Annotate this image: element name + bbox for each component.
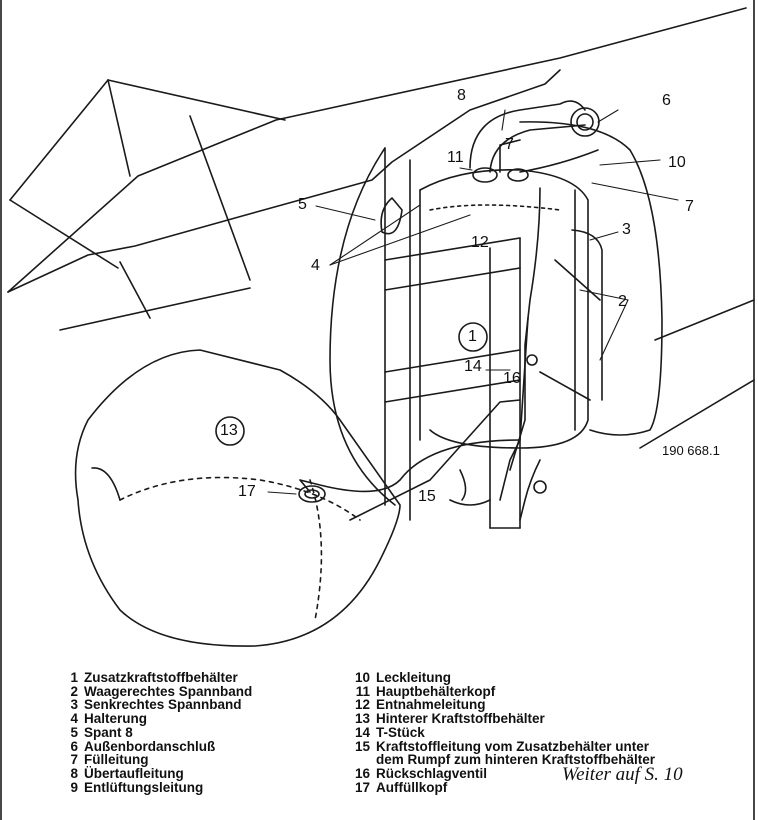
fuel-lines [299,100,599,521]
legend-text: Hauptbehälterkopf [376,683,496,699]
legend-num: 10 [354,670,370,685]
legend-num: 6 [70,738,78,754]
auxiliary-fuel-tank [419,169,589,449]
legend-text: T-Stück [376,724,425,740]
legend-text: Zusatzkraftstoffbehälter [84,670,238,685]
legend-num: 14 [354,724,370,740]
legend-item: 6 Außenbordanschluß [58,738,252,754]
legend-item: 17 Auffüllkopf [350,779,655,795]
legend-text: Leckleitung [376,670,452,685]
legend-item: 4 Halterung [58,712,252,726]
leader-lines [267,109,679,495]
legend-text: Entnahmeleitung [376,697,486,713]
callout-6: 6 [662,92,671,109]
legend-text: Außenbordanschluß [84,738,216,754]
callout-7-right: 7 [685,198,694,215]
legend-num: 7 [70,752,78,768]
legend-num: 5 [70,724,78,740]
legend-item: 1 Zusatzkraftstoffbehälter [58,671,252,685]
callout-3: 3 [622,221,631,238]
legend-num: 11 [355,683,370,699]
callout-14: 14 [464,358,482,375]
callout-17: 17 [238,483,256,500]
callout-16: 16 [503,370,521,387]
legend-num: 4 [70,711,78,727]
drawing-number: 190 668.1 [662,443,720,458]
fittings [298,107,600,503]
legend-item: 10 Leckleitung [350,671,655,685]
legend-text: Hinterer Kraftstoffbehälter [376,711,545,727]
legend-num: 3 [70,697,78,713]
legend-item: 7 Fülleitung [58,753,252,767]
callout-12: 12 [471,234,489,251]
legend-text: Kraftstoffleitung vom Zusatzbehälter unt… [376,738,650,754]
legend-text: Halterung [84,711,148,727]
legend-text-continuation: dem Rumpf zum hinteren Kraftstoffbehälte… [376,752,656,768]
fuselage-outline [7,7,755,449]
legend-text: Entlüftungsleitung [84,779,204,795]
fuselage-side-wall [519,121,663,436]
legend-num: 1 [70,670,78,685]
legend-text: Senkrechtes Spannband [84,697,242,713]
legend-num: 2 [70,683,78,699]
callout-11: 11 [447,149,464,166]
legend-text: Auffüllkopf [376,779,448,795]
legend-left: 1 Zusatzkraftstoffbehälter 2 Waagerechtes … [58,671,252,794]
legend-text: Rückschlagventil [376,765,488,781]
legend-num: 12 [354,697,370,713]
legend-item: 14 T-Stück [350,724,655,740]
legend-text: Fülleitung [84,752,149,768]
legend-num: 9 [70,779,78,795]
legend-num: 16 [354,765,370,781]
legend-num: 15 [354,738,370,754]
legend-item: 2 Waagerechtes Spannband [58,683,253,699]
legend-item: 13 Hinterer Kraftstoffbehälter [350,712,655,726]
tank-straps [539,229,603,401]
callout-15: 15 [418,488,436,505]
bulkhead-frame [329,147,521,529]
legend-num: 8 [70,765,78,781]
legend-item: 3 Senkrechtes Spannband [58,698,252,712]
legend-item: 11 Hauptbehälterkopf [350,683,655,699]
callout-5: 5 [298,196,307,213]
legend-text: Waagerechtes Spannband [84,683,253,699]
legend-num: 17 [354,779,370,795]
legend-text: Spant 8 [84,724,133,740]
callout-1: 1 [468,328,477,345]
callout-13: 13 [220,422,238,439]
legend-item: 8 Übertaufleitung [58,767,252,781]
callout-4: 4 [311,257,320,274]
legend-item: 12 Entnahmeleitung [350,698,655,712]
callout-2: 2 [618,293,627,310]
legend-item: 15 Kraftstoffleitung vom Zusatzbehälter u… [350,738,655,754]
legend-item: 16 Rückschlagventil [350,767,655,781]
callout-7-top: 7 [505,136,514,153]
legend-num: 13 [354,711,370,727]
legend-item: 9 Entlüftungsleitung [58,779,252,795]
callout-10: 10 [668,154,686,171]
legend-item: 5 Spant 8 [58,724,252,740]
callout-8: 8 [457,87,466,104]
callout-circles [215,322,488,446]
legend-right: 10 Leckleitung 11 Hauptbehälterkopf 12 Entn… [350,671,655,794]
rear-fuel-tank-outline [74,349,401,647]
legend-text: Übertaufleitung [84,765,184,781]
continued-note: Weiter auf S. 10 [562,764,683,785]
